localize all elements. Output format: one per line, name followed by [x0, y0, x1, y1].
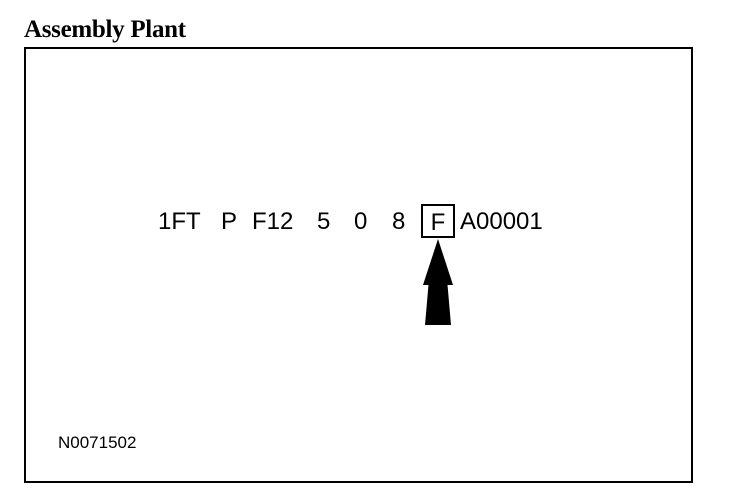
vin-restraint-code: P [221, 208, 238, 235]
vin-engine-code: 5 [317, 208, 331, 235]
vin-assembly-plant-box: F [421, 204, 455, 238]
arrow-tail [425, 279, 451, 325]
vin-model-year: 8 [392, 208, 406, 235]
reference-code: N0071502 [58, 433, 137, 452]
vin-serial-number: A00001 [460, 208, 543, 235]
arrow-head [423, 239, 453, 285]
vin-row: 1FT P F12 5 0 8 F A00001 [0, 204, 736, 238]
vin-check-digit: 0 [354, 208, 368, 235]
up-arrow-icon [423, 239, 453, 325]
vin-wmi: 1FT [158, 208, 201, 235]
diagram-title: Assembly Plant [24, 16, 186, 43]
diagram-frame [24, 47, 693, 483]
vin-model-code: F12 [252, 208, 294, 235]
